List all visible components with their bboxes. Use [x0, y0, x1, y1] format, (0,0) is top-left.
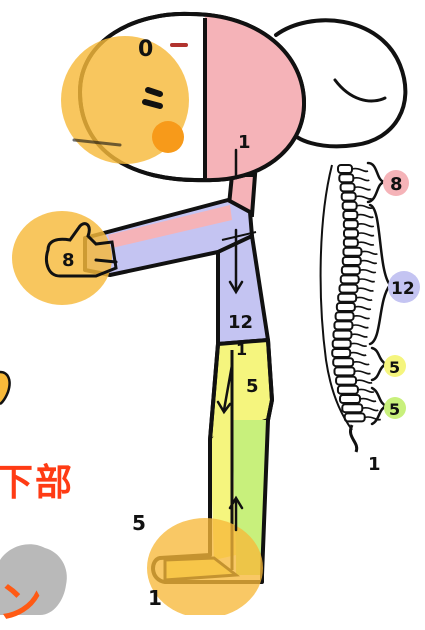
spine-badge-lumbar: 5: [384, 355, 406, 377]
svg-text:8: 8: [390, 174, 403, 195]
vertebra: [340, 285, 358, 293]
vertebra: [344, 220, 358, 228]
vertebra: [333, 358, 353, 366]
foot-bottom-number: 1: [148, 586, 162, 610]
vertebra: [343, 257, 361, 265]
vertebra-process: [353, 178, 369, 181]
hand-number: 8: [62, 250, 75, 271]
thoracic-number: 12: [228, 312, 253, 333]
vertebra-process: [358, 288, 374, 291]
vertebra-process: [358, 242, 374, 245]
vertebra: [334, 367, 354, 375]
vertebra: [340, 395, 360, 403]
vertebra-process: [360, 399, 376, 402]
spine-badge-sacral: 5: [384, 397, 406, 419]
vertebra-process: [352, 325, 368, 328]
vertebra-process: [357, 215, 373, 218]
vertebra-process: [359, 279, 375, 282]
vertebra: [344, 239, 358, 247]
vertebra: [341, 275, 359, 283]
lumbar-top-number: 1: [236, 340, 247, 359]
side-heading-kana: ン: [0, 566, 42, 630]
vertebra-process: [356, 380, 372, 383]
vertebra-process: [362, 408, 378, 411]
spine-badge-thoracic: 12: [388, 271, 420, 303]
vertebra: [333, 331, 351, 339]
vertebra-process: [358, 224, 374, 227]
vertebra: [343, 202, 357, 210]
spine-bottom-label: 1: [368, 454, 381, 475]
vertebra-process: [353, 362, 369, 365]
diagram-stage: 0 8 1 12 1 5 5 1 8 12: [0, 0, 425, 615]
vertebra: [339, 174, 353, 182]
vertebra: [344, 229, 358, 237]
spine-column: [321, 165, 381, 452]
vertebra-process: [356, 297, 372, 300]
vertebra: [336, 312, 354, 320]
vertebra-process: [361, 261, 377, 264]
vertebra: [333, 340, 351, 348]
vertebra: [345, 413, 365, 421]
head-number: 0: [138, 37, 153, 62]
vertebra: [341, 183, 355, 191]
side-heading-kanji: 下部: [0, 452, 74, 506]
spine-badge-cervical: 8: [383, 170, 409, 196]
vertebra-process: [360, 270, 376, 273]
lumbar-number: 5: [246, 376, 259, 397]
vertebra: [343, 248, 361, 256]
vertebra: [338, 294, 356, 302]
foot-highlight: [147, 518, 263, 615]
vertebra-process: [351, 343, 367, 346]
body-segment-diagram: 0 8 1 12 1 5 5 1 8 12: [0, 0, 425, 615]
vertebra: [342, 404, 362, 412]
vertebra: [342, 193, 356, 201]
vertebra: [337, 303, 355, 311]
neck-number: 1: [238, 132, 251, 153]
vertebra: [332, 349, 350, 357]
spine-braces: [368, 163, 390, 424]
foot-top-number: 5: [132, 511, 146, 535]
partial-icon-left: [0, 372, 10, 404]
vertebra: [338, 386, 358, 394]
vertebra-process: [354, 371, 370, 374]
svg-text:12: 12: [391, 279, 415, 299]
vertebra-process: [350, 353, 366, 356]
vertebra: [343, 211, 357, 219]
vertebra-process: [355, 187, 371, 190]
vertebra-process: [358, 389, 374, 392]
vertebra-process: [352, 169, 368, 172]
vertebra-process: [358, 233, 374, 236]
vertebra: [334, 321, 352, 329]
vertebra: [336, 377, 356, 385]
vertebra-process: [355, 307, 371, 310]
vertebra-process: [356, 196, 372, 199]
vertebra-process: [354, 316, 370, 319]
svg-text:5: 5: [389, 358, 400, 377]
svg-text:5: 5: [389, 400, 400, 419]
vertebra: [338, 165, 352, 173]
vertebra-process: [361, 251, 377, 254]
vertebra: [342, 266, 360, 274]
vertebra-process: [351, 334, 367, 337]
